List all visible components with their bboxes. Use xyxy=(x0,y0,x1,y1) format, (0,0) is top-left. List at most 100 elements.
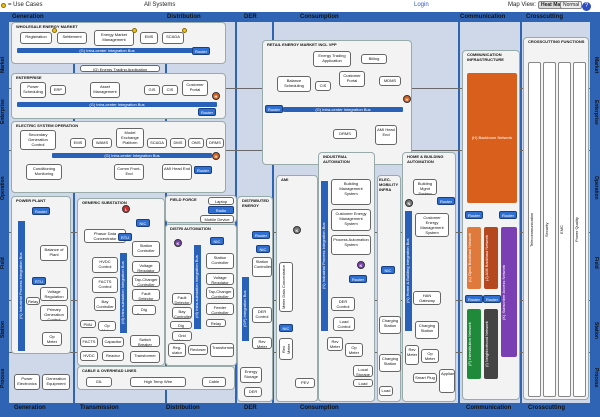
use-case-marker[interactable] xyxy=(182,28,187,33)
op-meter[interactable]: Op Meter xyxy=(42,332,62,346)
security-function[interactable]: Security xyxy=(543,62,556,397)
use-case-badge[interactable]: H xyxy=(212,152,220,160)
han-gateway[interactable]: HAN Gateway xyxy=(413,291,441,305)
ems-system[interactable]: EMS xyxy=(70,138,86,148)
nic[interactable]: NIC xyxy=(256,245,270,253)
voltage-regulator[interactable]: Voltage Regulator xyxy=(132,261,160,273)
power-scheduling-system[interactable]: Power Scheduling xyxy=(20,82,46,98)
switch-breaker-device[interactable]: Switch Breaker xyxy=(130,335,160,347)
nic[interactable]: NIC xyxy=(136,219,150,227)
wholesale-market-panel[interactable]: WHOLESALE ENERGY MARKET Registration Set… xyxy=(11,22,226,64)
relay[interactable]: Relay xyxy=(26,297,40,305)
login-link[interactable]: Login xyxy=(414,2,429,8)
generation-equipment[interactable]: Generation Equipment xyxy=(42,374,70,390)
comm-front-end[interactable]: Comm Front-End xyxy=(114,164,144,180)
normal-button[interactable]: Normal xyxy=(560,1,583,9)
router[interactable]: Router xyxy=(437,197,455,205)
ami-head-end[interactable]: AMI Head End xyxy=(162,164,192,180)
nic[interactable]: NIC xyxy=(210,237,224,245)
asset-management-system[interactable]: Asset Management xyxy=(90,82,120,98)
customer-portal-system[interactable]: Customer Portal xyxy=(182,80,208,96)
cis-system[interactable]: CIS xyxy=(162,85,178,95)
nic[interactable]: NIC xyxy=(381,266,395,274)
settlement-system[interactable]: Settlement xyxy=(57,32,87,44)
station-controller[interactable]: Station Controller xyxy=(252,257,272,277)
appliances[interactable]: Appliances xyxy=(439,369,455,393)
dist-substation-bus[interactable]: (M) Intra-substation Integration Bus xyxy=(194,245,201,329)
der-control[interactable]: DER Control xyxy=(252,307,272,323)
facts-device[interactable]: FACTS xyxy=(80,337,98,347)
op-meter[interactable]: Op Meter xyxy=(345,343,363,357)
rev-meter[interactable]: Rev Meter xyxy=(252,337,272,349)
der-device[interactable]: DER xyxy=(244,387,262,397)
scada-system[interactable]: SCADA xyxy=(162,32,184,44)
use-case-marker[interactable] xyxy=(52,28,57,33)
retail-market-panel[interactable]: RETAIL ENERGY MARKET INCL VPP Energy Tra… xyxy=(262,40,412,165)
der-panel[interactable]: DISTRIBUTED ENERGY Router NIC Station Co… xyxy=(237,196,273,402)
industrial-process-bus[interactable]: (N) Industrial Process Integration Bus xyxy=(321,181,328,331)
rev-meter[interactable]: Rev Meter xyxy=(279,338,293,360)
mobile-device[interactable]: Mobile Device xyxy=(200,215,234,223)
comm-infra-panel[interactable]: COMMUNICATION INFRASTRUCTURE (H) Backbon… xyxy=(462,50,520,400)
generic-substation-panel[interactable]: GENERIC SUBSTATION Phasor Data Concentra… xyxy=(77,198,165,366)
home-building-bus[interactable]: (N) Home & Building Integration Bus xyxy=(405,211,412,331)
router[interactable]: Router xyxy=(194,166,212,174)
customer-energy-mgmt[interactable]: Customer Energy Management System xyxy=(331,209,371,231)
rtu[interactable]: RTU xyxy=(118,233,132,241)
scada-system[interactable]: SCADA xyxy=(147,138,167,148)
primary-gen-control[interactable]: Primary Generation Control xyxy=(40,305,68,321)
station-controller[interactable]: Station Controller xyxy=(206,253,234,269)
home-building-panel[interactable]: HOME & BUILDING AUTOMATION Building Mgmt… xyxy=(402,152,456,402)
power-plant-panel[interactable]: POWER PLANT Router (N) Industrial Proces… xyxy=(11,196,71,354)
balance-scheduling[interactable]: Balance Scheduling xyxy=(277,76,311,92)
wholesale-integration-bus[interactable]: (G) Intra-center Integration Bus xyxy=(17,48,197,53)
dist-automation-panel[interactable]: DISTRI AUTOMATION NIC (M) Intra-substati… xyxy=(165,224,237,366)
condition-monitoring[interactable]: Conditioning Monitoring xyxy=(26,164,62,180)
opex-backhaul-network[interactable]: (L) Opex Backhaul Network xyxy=(467,227,481,289)
rtu[interactable]: RTU xyxy=(32,277,46,285)
enterprise-panel[interactable]: ENTERPRISE Power Scheduling ERP Asset Ma… xyxy=(11,73,226,119)
op-meter[interactable]: Op Meter xyxy=(421,349,439,363)
power-quality-function[interactable]: Power Quality xyxy=(573,62,586,397)
router[interactable]: Router xyxy=(483,295,501,303)
elec-mobility-panel[interactable]: ELEC-MOBILITY INFRA NIC Charging Station… xyxy=(377,175,401,402)
feeder-controller[interactable]: Feeder Controller xyxy=(206,303,234,315)
field-force-panel[interactable]: FIELD FORCE Laptop Radio Mobile Device xyxy=(165,195,237,223)
energy-storage[interactable]: Energy Storage xyxy=(240,367,262,383)
voltage-regulator[interactable]: Voltage Regulator xyxy=(206,273,234,285)
fault-detector[interactable]: Fault Detector xyxy=(132,289,160,301)
enterprise-integration-bus[interactable]: (G) Intra-center Integration Bus xyxy=(17,102,217,107)
radio-device[interactable]: Radio xyxy=(208,206,234,214)
local-storage[interactable]: Local Storage xyxy=(353,365,373,377)
nic[interactable]: NIC xyxy=(279,324,293,332)
use-case-marker[interactable] xyxy=(132,28,137,33)
drms-system[interactable]: DRMS xyxy=(206,138,224,148)
mdms-system[interactable]: MDMS xyxy=(379,76,401,86)
tap-changer-controller[interactable]: Tap-Changer Controller xyxy=(206,287,234,299)
use-case-badge[interactable]: H xyxy=(212,92,220,100)
voltage-regulation[interactable]: Voltage Regulation xyxy=(40,287,68,301)
ami-head-end[interactable]: AMI Head End xyxy=(375,125,397,145)
gis-system[interactable]: GIS xyxy=(144,85,160,95)
use-case-badge[interactable]: K xyxy=(174,239,182,247)
router[interactable]: Router xyxy=(192,47,210,55)
interinstitution-network[interactable]: (F) Interstitution Network xyxy=(467,309,481,379)
hvdc-device[interactable]: HVDC xyxy=(80,351,98,361)
tap-changer-controller[interactable]: Tap-Changer Controller xyxy=(132,275,160,287)
bay-controller[interactable]: Bay Controller xyxy=(172,307,192,319)
load-device[interactable]: Load xyxy=(379,386,393,396)
secondary-gen-control[interactable]: Secondary Generation Control xyxy=(20,130,56,150)
use-case-badge[interactable]: H xyxy=(403,95,411,103)
eso-panel[interactable]: ELECTRIC SYSTEM OPERATION Secondary Gene… xyxy=(11,121,226,193)
industrial-process-bus[interactable]: (N) Industrial Process Integration Bus xyxy=(18,221,25,351)
capacitor-device[interactable]: Capacitor xyxy=(102,337,124,347)
regulator-device[interactable]: Reg-ulator xyxy=(168,343,186,357)
use-case-badge[interactable]: N xyxy=(405,199,413,207)
meter-data-concentrator[interactable]: Meter Data Concentrator xyxy=(279,262,293,312)
energy-market-mgmt-system[interactable]: Energy Market Management xyxy=(94,30,134,46)
reactor-device[interactable]: Reactor xyxy=(102,351,124,361)
router[interactable]: Router xyxy=(465,211,483,219)
view-select[interactable]: All Systems xyxy=(144,2,176,8)
industrial-automation-panel[interactable]: INDUSTRIAL AUTOMATION (N) Industrial Pro… xyxy=(318,152,375,402)
use-case-badge[interactable]: L xyxy=(122,205,130,213)
